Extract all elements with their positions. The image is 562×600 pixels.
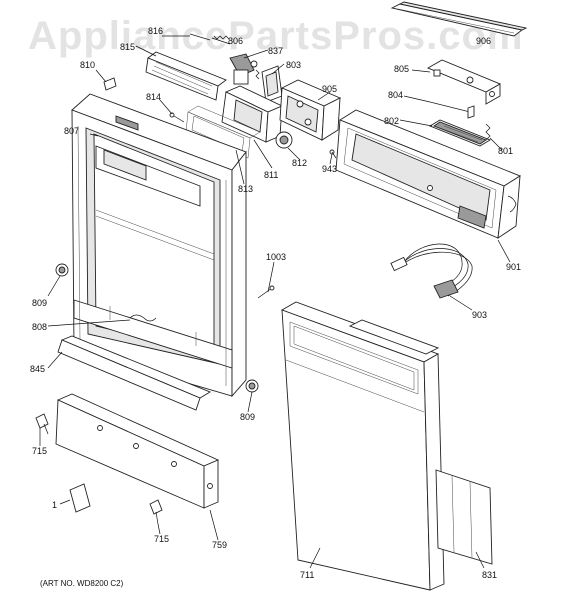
part-814-screw bbox=[169, 112, 185, 123]
part-759-bottom-trim bbox=[55, 393, 220, 509]
callout-802: 802 bbox=[384, 116, 399, 126]
callout-711: 711 bbox=[300, 570, 314, 580]
part-715-screw-bottom bbox=[149, 499, 163, 525]
part-943-fastener bbox=[329, 149, 337, 159]
callout-831: 831 bbox=[482, 570, 497, 580]
part-806-spring bbox=[213, 35, 230, 40]
part-1003-pin bbox=[257, 285, 275, 299]
callout-801: 801 bbox=[498, 146, 513, 156]
callout-805: 805 bbox=[394, 64, 409, 74]
callout-715-left: 715 bbox=[32, 446, 47, 456]
part-815-vent bbox=[145, 51, 227, 101]
leader-lines bbox=[39, 35, 511, 569]
callout-845: 845 bbox=[30, 364, 45, 374]
callout-1: 1 bbox=[52, 500, 57, 510]
callout-810: 810 bbox=[80, 60, 95, 70]
callout-812: 812 bbox=[292, 158, 307, 168]
callout-943: 943 bbox=[322, 164, 337, 174]
callout-903: 903 bbox=[472, 310, 487, 320]
callout-906: 906 bbox=[476, 36, 491, 46]
part-845-plate bbox=[57, 335, 212, 411]
callout-816: 816 bbox=[148, 26, 163, 36]
callout-806: 806 bbox=[228, 36, 243, 46]
callout-808: 808 bbox=[32, 322, 47, 332]
part-809-knob-right bbox=[245, 379, 259, 393]
callout-804: 804 bbox=[388, 90, 403, 100]
art-number: (ART NO. WD8200 C2) bbox=[40, 579, 124, 588]
part-812-knob bbox=[275, 131, 293, 149]
callout-811: 811 bbox=[264, 170, 278, 180]
part-807-inner-door bbox=[71, 93, 247, 398]
part-805-bracket bbox=[426, 59, 502, 105]
part-711-outer-door bbox=[280, 301, 445, 591]
callout-809-right: 809 bbox=[240, 412, 255, 422]
callout-901: 901 bbox=[506, 262, 521, 272]
part-latch-assembly bbox=[229, 53, 283, 103]
callout-labels: 815 816 806 837 803 810 814 807 813 811 … bbox=[30, 26, 521, 588]
part-816-fastener bbox=[189, 33, 211, 41]
callout-809-left: 809 bbox=[32, 298, 47, 308]
callout-905: 905 bbox=[322, 84, 337, 94]
callout-813: 813 bbox=[238, 184, 253, 194]
part-905-module bbox=[279, 79, 342, 141]
part-810-clip bbox=[103, 77, 117, 91]
part-901-control-panel bbox=[335, 109, 521, 239]
part-903-cable bbox=[390, 243, 473, 299]
part-802-board bbox=[428, 119, 492, 147]
callout-759: 759 bbox=[212, 540, 227, 550]
part-809-knob-left bbox=[55, 263, 69, 277]
callout-715-bottom: 715 bbox=[154, 534, 169, 544]
part-906-strip bbox=[390, 1, 528, 37]
part-804-rod bbox=[429, 101, 475, 119]
callout-807: 807 bbox=[64, 126, 79, 136]
callout-837: 837 bbox=[268, 46, 283, 56]
callout-1003: 1003 bbox=[266, 252, 286, 262]
part-801-spring bbox=[485, 123, 491, 141]
part-831-insulation bbox=[348, 319, 493, 565]
part-1-label bbox=[69, 483, 91, 513]
callout-814: 814 bbox=[146, 92, 161, 102]
part-808-clip bbox=[129, 314, 157, 322]
callout-803: 803 bbox=[286, 60, 301, 70]
callout-815: 815 bbox=[120, 42, 135, 52]
part-715-screw-left bbox=[35, 413, 49, 435]
